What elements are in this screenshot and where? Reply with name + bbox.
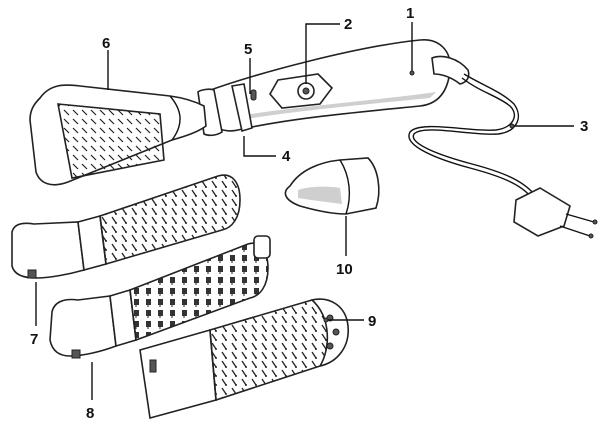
paddle-brush-attachment — [29, 84, 207, 186]
leader-lines — [35, 22, 574, 400]
styler-handle — [197, 39, 470, 137]
callout-4: 4 — [282, 148, 291, 165]
bristle-brush-attachment — [11, 174, 241, 279]
callout-8: 8 — [86, 405, 94, 422]
large-round-brush-attachment — [139, 298, 349, 420]
callout-7: 7 — [30, 331, 38, 348]
plug — [513, 187, 571, 237]
callout-6: 6 — [102, 35, 110, 52]
callout-3: 3 — [580, 118, 588, 135]
release-button — [250, 89, 257, 101]
callout-5: 5 — [244, 41, 252, 58]
callout-labels: 1 2 3 4 5 6 7 8 9 10 — [30, 5, 588, 422]
concentrator-nozzle — [284, 157, 380, 215]
callout-9: 9 — [368, 313, 376, 330]
callout-2: 2 — [344, 16, 352, 33]
callout-1: 1 — [406, 5, 414, 22]
power-cord — [408, 73, 598, 239]
callout-10: 10 — [336, 261, 353, 278]
round-stud-brush-attachment — [49, 235, 271, 359]
